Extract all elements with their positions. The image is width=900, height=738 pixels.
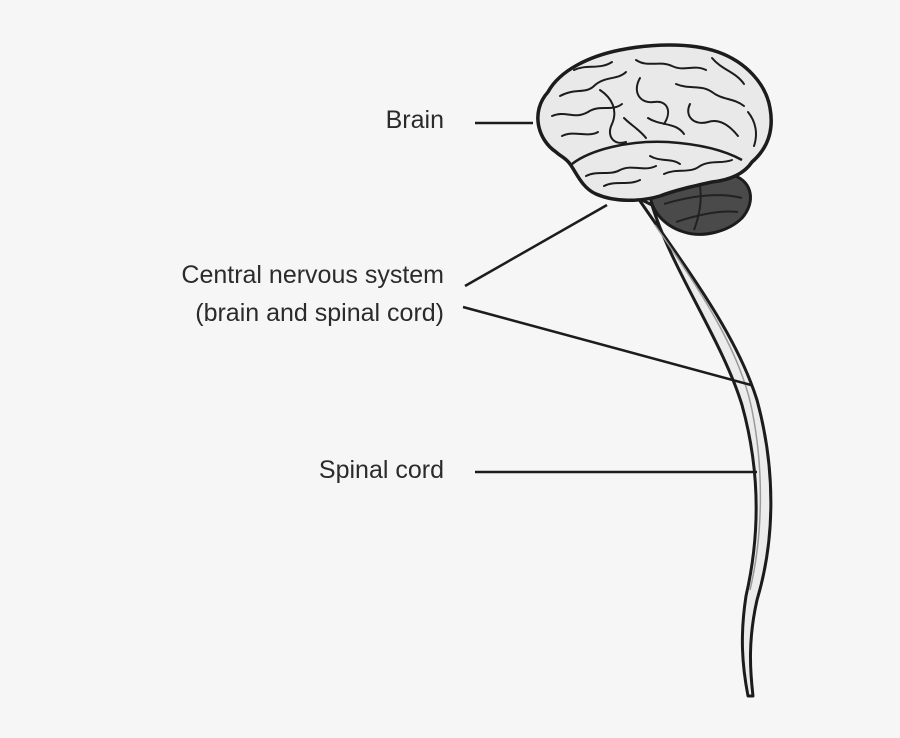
label-central-nervous-system: Central nervous system: [181, 261, 444, 289]
cerebellum-fold: [663, 194, 743, 205]
leader-line-cns-cord: [462, 305, 752, 387]
label-spinal-cord: Spinal cord: [318, 456, 444, 484]
label-brain: Brain: [385, 106, 444, 134]
cerebellum-fold: [675, 210, 739, 223]
temporal-lobe-contour: [571, 140, 743, 165]
brain-folds: [551, 57, 757, 187]
label-central-nervous-system-subtitle: (brain and spinal cord): [195, 299, 444, 327]
cerebellum-fold: [693, 185, 702, 231]
spinal-cord-highlight: [654, 224, 762, 591]
spinal-cord: [636, 196, 773, 698]
brain: [536, 43, 773, 203]
leader-line-cns-brain: [464, 203, 608, 288]
